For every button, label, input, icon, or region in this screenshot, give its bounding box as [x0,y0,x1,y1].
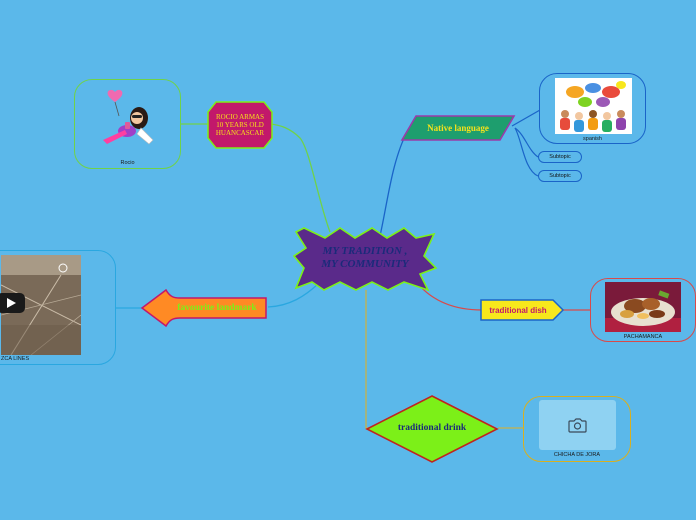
speech-bubbles-people-image [555,78,632,134]
connector-language-sub1 [514,127,539,158]
center-title-line2: MY COMMUNITY [321,258,409,270]
language-topic[interactable]: Native language [427,123,489,133]
profile-topic-shape [207,101,273,149]
drink-topic-shape [365,395,499,463]
connector-language-image [511,109,541,127]
center-title-line1: MY TRADITION , [322,245,408,257]
landmark-topic[interactable]: favourite landmark [177,303,257,313]
connector-center-profile [269,123,331,233]
dish-image-card[interactable]: PACHAMANCA [590,278,696,342]
center-topic-shape [292,227,438,292]
language-topic-shape [400,115,516,141]
profile-image-card[interactable]: Rocio [74,79,181,169]
drink-image-placeholder [539,400,616,450]
video-play-button[interactable] [0,293,25,313]
connector-center-landmark [267,283,319,308]
girl-emoji-image [103,89,154,145]
language-image-caption: spanish [583,136,602,142]
language-subtopic-1[interactable]: Subtopic [538,151,582,163]
drink-image-caption: CHICHA DE JORA [553,452,601,458]
camera-icon [568,418,587,433]
landmark-video-caption: ZCA LINES [1,356,30,362]
connector-center-language [379,129,409,237]
dish-topic[interactable]: traditional dish [489,305,547,315]
dish-topic-shape [480,299,565,321]
drink-image-card[interactable]: CHICHA DE JORA [523,396,631,462]
language-subtopic-2[interactable]: Subtopic [538,170,582,182]
dish-image-caption: PACHAMANCA [623,334,663,340]
profile-town: HUANCASCAR [215,129,265,137]
profile-name: ROCIO ARMAS [215,113,265,121]
landmark-video-card[interactable]: ZCA LINES [0,250,116,365]
drink-topic[interactable]: traditional drink [397,423,467,433]
profile-age: 10 YEARS OLD [216,121,264,129]
landmark-topic-shape [140,288,267,328]
profile-topic[interactable]: ROCIO ARMAS 10 YEARS OLD HUANCASCAR [208,108,272,142]
pachamanca-food-image [605,282,681,332]
play-icon [7,298,16,308]
language-image-card[interactable]: spanish [539,73,646,144]
connector-language-sub2 [514,127,539,177]
center-topic[interactable]: MY TRADITION , MY COMMUNITY [300,238,430,278]
profile-image-caption: Rocio [120,160,135,166]
